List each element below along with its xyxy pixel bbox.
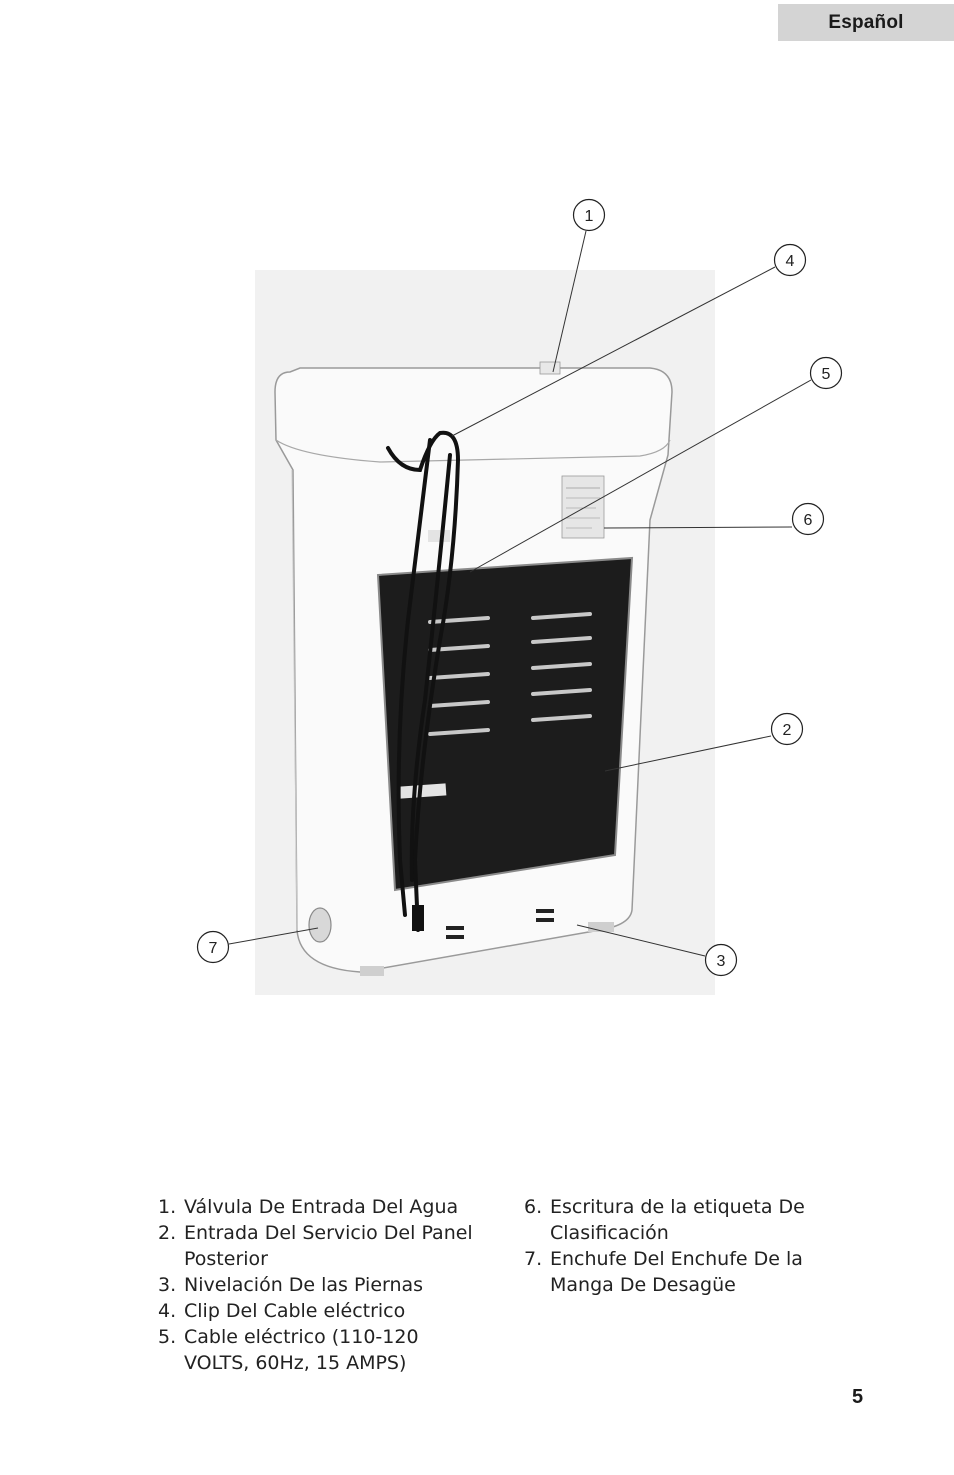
drain-plug: [308, 907, 332, 943]
callout-6: 6: [791, 502, 825, 536]
svg-text:6: 6: [804, 512, 813, 529]
callout-5: 5: [809, 356, 843, 390]
language-tab: Español: [778, 4, 954, 41]
callout-1: 1: [572, 198, 606, 232]
legend-item: 1.Válvula De Entrada Del Agua: [158, 1196, 459, 1218]
legend-item: 7.Enchufe Del Enchufe De la Manga De Des…: [524, 1248, 803, 1296]
rating-label: [561, 475, 605, 539]
washer-illustration: [274, 361, 673, 976]
svg-text:5: 5: [822, 366, 831, 383]
callout-leader-lines: [228, 230, 812, 957]
power-cord: [386, 430, 461, 932]
callout-3: 3: [704, 943, 738, 977]
legend-item: 4.Clip Del Cable eléctrico: [158, 1300, 406, 1322]
legend-item: 3.Nivelación De las Piernas: [158, 1274, 424, 1296]
parts-legend-left: 1.Válvula De Entrada Del Agua 2.Entrada …: [158, 1194, 498, 1376]
svg-text:3: 3: [717, 953, 726, 970]
legend-item: 6.Escritura de la etiqueta De Clasificac…: [524, 1196, 805, 1244]
parts-legend-right: 6.Escritura de la etiqueta De Clasificac…: [524, 1194, 824, 1298]
legend-item: 5.Cable eléctrico (110-120 VOLTS, 60Hz, …: [158, 1326, 419, 1374]
page-number: 5: [852, 1386, 864, 1408]
callout-7: 7: [196, 930, 230, 964]
callout-2: 2: [770, 712, 804, 746]
legend-item: 2.Entrada Del Servicio Del Panel Posteri…: [158, 1222, 473, 1270]
washer-rear-view-figure: 1 4 5 6 2 3 7: [196, 198, 843, 995]
svg-text:2: 2: [783, 722, 792, 739]
svg-text:4: 4: [786, 253, 795, 270]
callout-4: 4: [773, 243, 807, 277]
svg-text:7: 7: [209, 940, 218, 957]
svg-text:1: 1: [585, 208, 594, 225]
